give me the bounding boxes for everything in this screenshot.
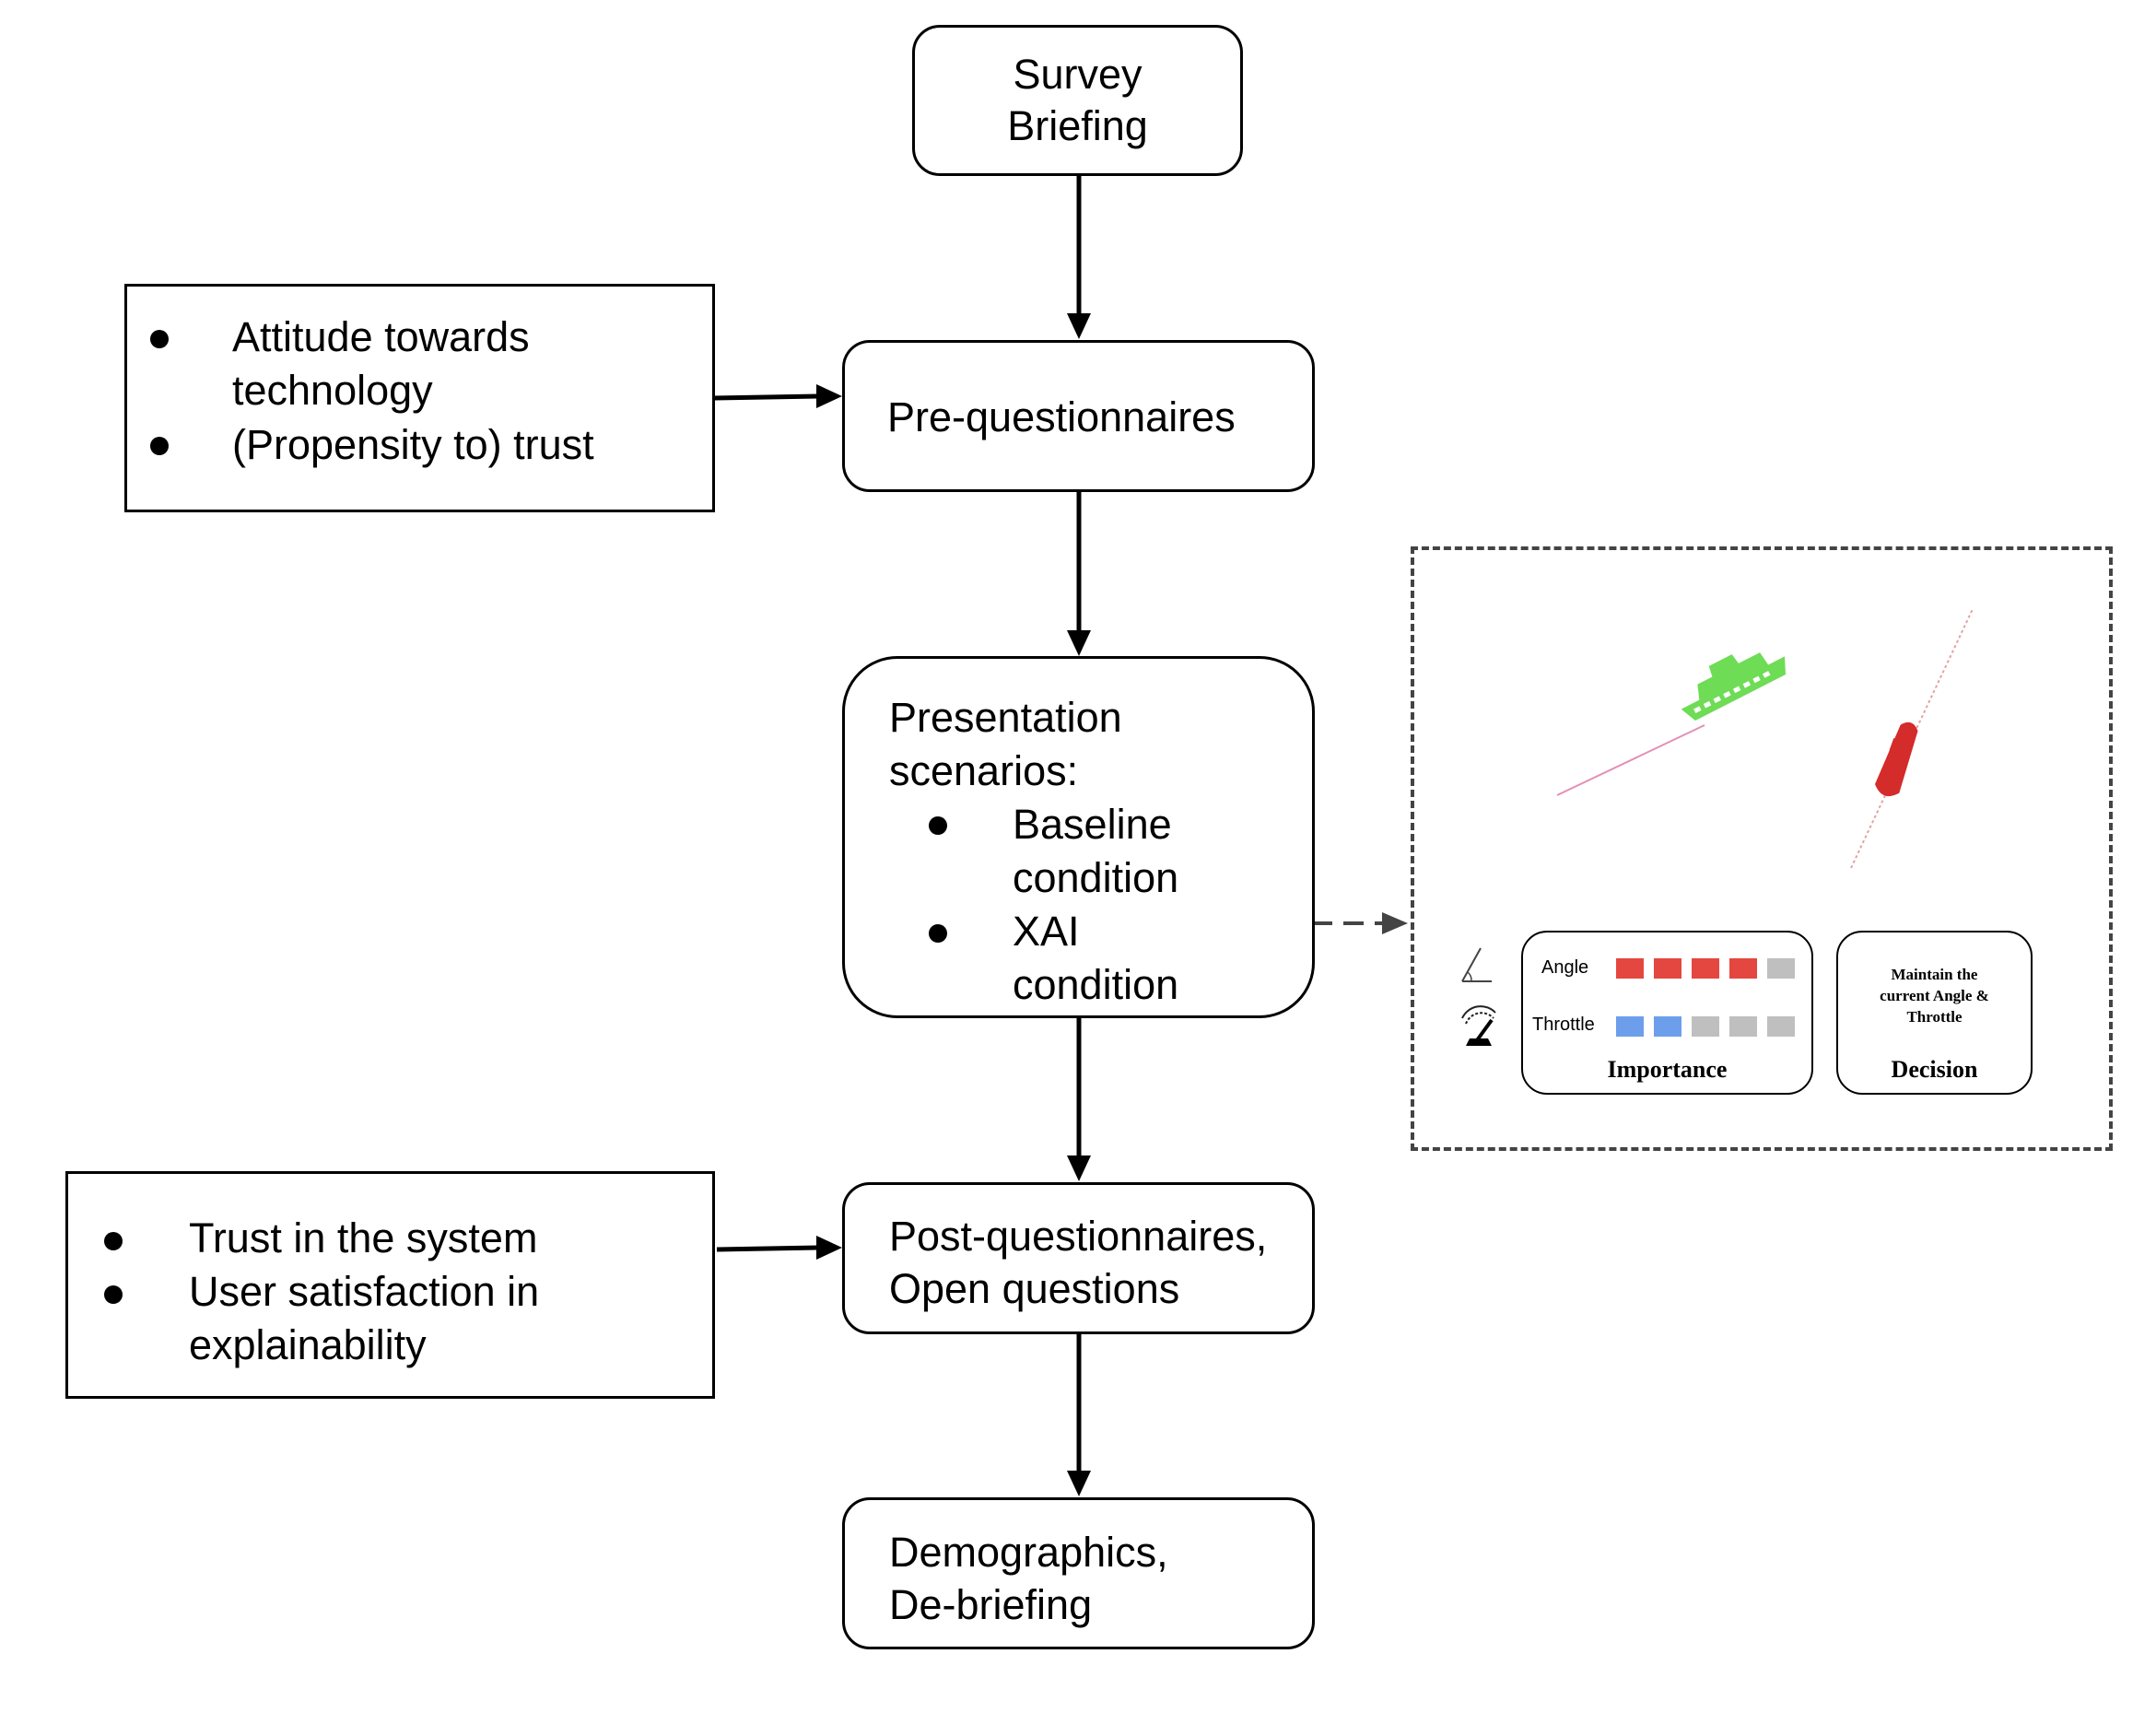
throttle-importance-cell: [1692, 1016, 1719, 1037]
post-topic-2-line-2: explainability: [189, 1321, 427, 1368]
angle-icon: [1461, 947, 1492, 982]
angle-importance-cell: [1654, 958, 1681, 979]
throttle-importance-cell: [1654, 1016, 1681, 1037]
flow-arrow-3: [1067, 1018, 1091, 1181]
pre-topic-1-line-1: Attitude towards: [232, 313, 530, 360]
angle-label: Angle: [1541, 957, 1589, 978]
importance-card: Angle Throttle Importance: [1521, 931, 1813, 1095]
angle-importance-cell: [1767, 958, 1795, 979]
pre-questionnaire-topics-box: Attitude towards technology (Propensity …: [124, 284, 715, 512]
flow-arrow-1: [1067, 175, 1091, 339]
angle-importance-cell: [1729, 958, 1757, 979]
presentation-line-1: Presentation: [889, 694, 1122, 741]
flow-arrow-4: [1067, 1333, 1091, 1496]
decision-text-line-3: Throttle: [1906, 1008, 1963, 1026]
throttle-importance-cell: [1767, 1016, 1795, 1037]
bullet-icon: [929, 924, 947, 943]
throttle-importance-cell: [1616, 1016, 1644, 1037]
post-topic-2-line-1: User satisfaction in: [189, 1268, 540, 1315]
post-questionnaires-line-2: Open questions: [889, 1265, 1180, 1312]
survey-briefing-line-1: Survey: [1013, 51, 1142, 98]
presentation-line-2: scenarios:: [889, 747, 1079, 794]
presentation-scenarios-node: Presentation scenarios: Baseline conditi…: [842, 656, 1315, 1018]
pre-topic-1-line-2: technology: [232, 367, 433, 414]
throttle-gauge-icon: [1461, 1005, 1496, 1046]
bullet-icon: [150, 330, 169, 348]
pre-questionnaires-node: Pre-questionnaires: [842, 340, 1315, 492]
ships-scene: [1556, 608, 1974, 869]
decision-text-line-1: Maintain the: [1891, 966, 1978, 983]
post-notes-arrow: [716, 1236, 842, 1260]
xai-line-1: XAI: [1013, 908, 1080, 955]
ship-icon: [1681, 652, 1787, 721]
xai-interface-panel: Angle Throttle Importance Maintain the c…: [1411, 546, 2113, 1151]
decision-card: Maintain the current Angle & Throttle De…: [1836, 931, 2033, 1095]
post-questionnaires-line-1: Post-questionnaires,: [889, 1213, 1268, 1260]
bullet-icon: [929, 816, 947, 835]
angle-importance-cell: [1616, 958, 1644, 979]
survey-briefing-node: Survey Briefing: [912, 25, 1243, 176]
pre-notes-arrow: [713, 384, 842, 408]
angle-importance-bar: [1616, 958, 1800, 980]
survey-briefing-line-2: Briefing: [1007, 102, 1148, 149]
throttle-importance-cell: [1729, 1016, 1757, 1037]
post-questionnaire-topics-box: Trust in the system User satisfaction in…: [65, 1171, 715, 1399]
flow-arrow-2: [1067, 491, 1091, 656]
decision-text-line-2: current Angle &: [1880, 987, 1989, 1004]
bullet-icon: [104, 1232, 123, 1250]
post-questionnaires-node: Post-questionnaires, Open questions: [842, 1182, 1315, 1334]
boat-icon: [1875, 721, 1918, 797]
post-topic-1: Trust in the system: [189, 1214, 538, 1261]
demographics-line-1: Demographics,: [889, 1529, 1168, 1576]
throttle-importance-bar: [1616, 1016, 1800, 1038]
decision-title: Decision: [1891, 1056, 1978, 1083]
demographics-node: Demographics, De-briefing: [842, 1497, 1315, 1649]
baseline-line-2: condition: [1013, 854, 1179, 901]
bullet-icon: [104, 1285, 123, 1304]
pre-questionnaires-label: Pre-questionnaires: [887, 393, 1236, 440]
bullet-icon: [150, 437, 169, 455]
demographics-line-2: De-briefing: [889, 1581, 1093, 1628]
importance-title: Importance: [1607, 1056, 1728, 1083]
pre-topic-2: (Propensity to) trust: [232, 421, 594, 468]
baseline-line-1: Baseline: [1013, 801, 1172, 848]
throttle-label: Throttle: [1532, 1015, 1595, 1035]
xai-line-2: condition: [1013, 961, 1179, 1008]
angle-importance-cell: [1692, 958, 1719, 979]
